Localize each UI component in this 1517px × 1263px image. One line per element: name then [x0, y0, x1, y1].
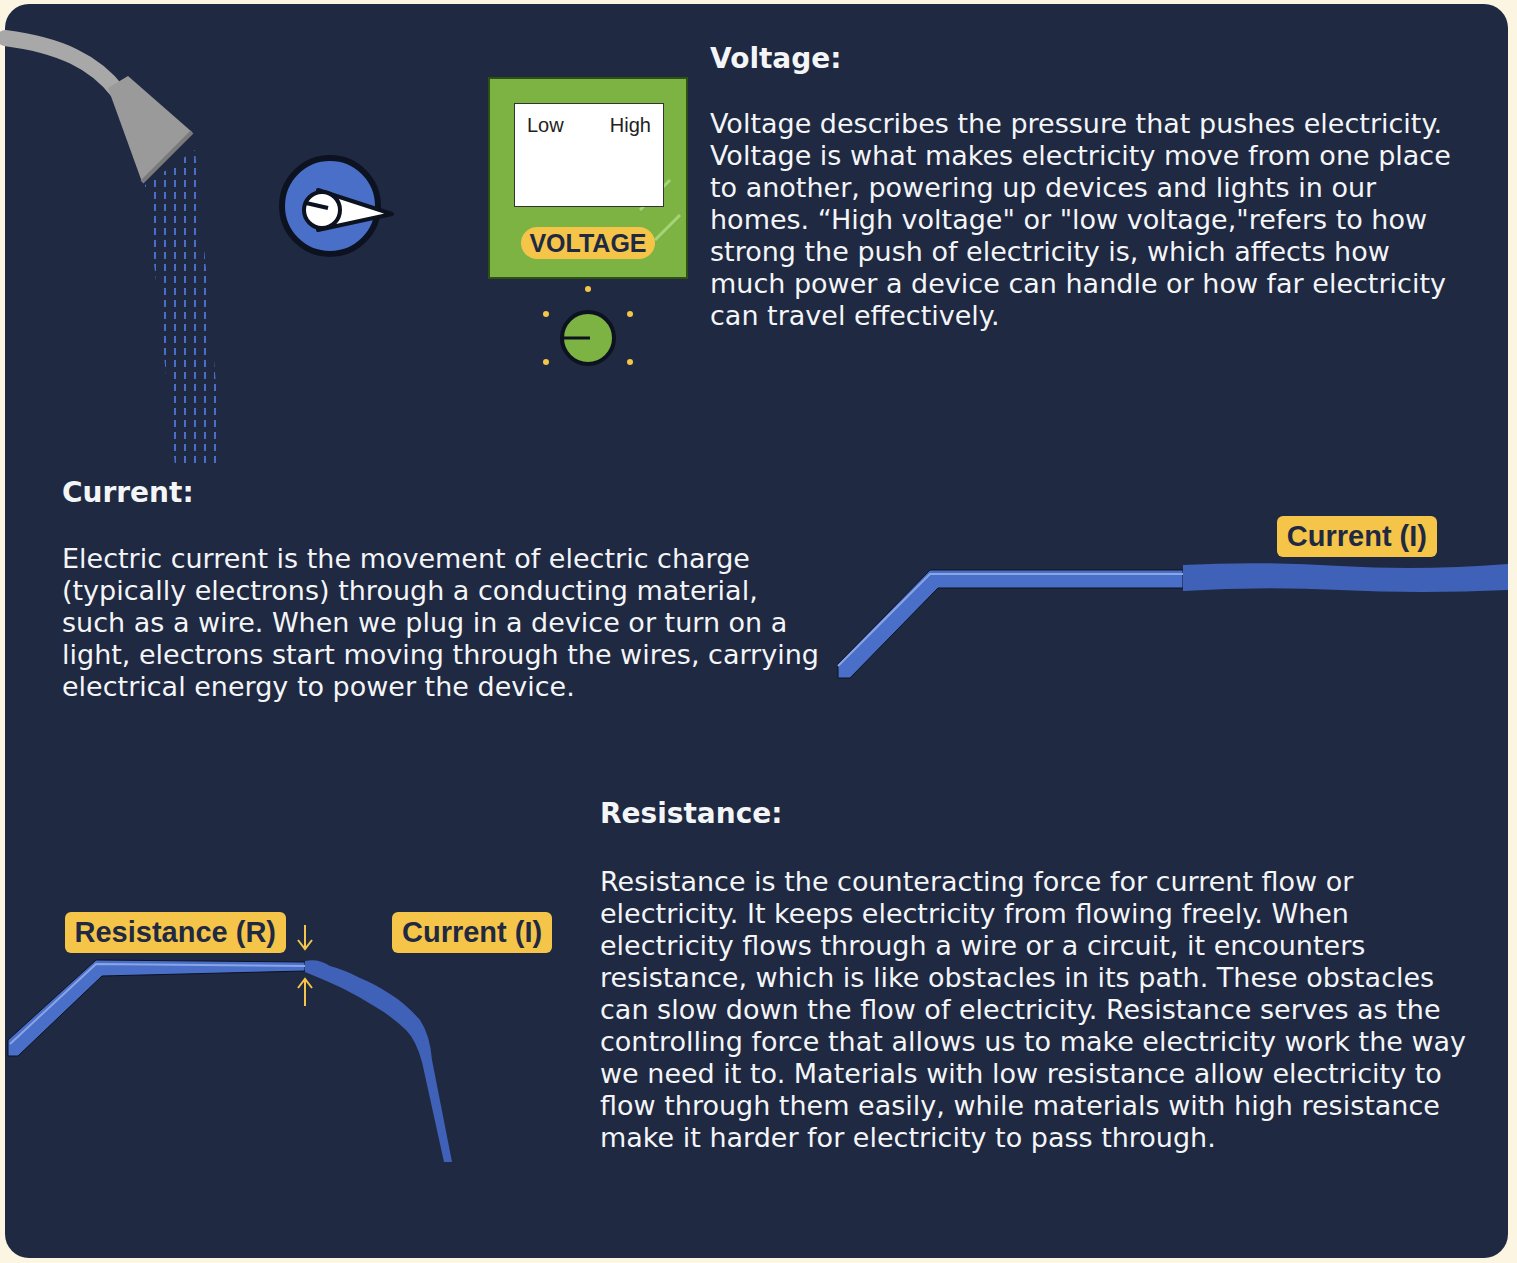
section-heading: Resistance:	[600, 797, 1470, 831]
resistance-pipe	[8, 960, 452, 1162]
meter-label: VOLTAGE	[521, 227, 654, 259]
section-body: Voltage describes the pressure that push…	[710, 108, 1470, 332]
section-heading: Voltage:	[710, 42, 1470, 76]
node-text: Current (I)	[402, 916, 542, 948]
node-text: VOLTAGE	[529, 229, 646, 257]
tap-knob	[282, 158, 392, 254]
node-text: High	[610, 114, 651, 137]
water-stream	[145, 150, 222, 466]
node-text: Low	[527, 114, 564, 137]
current-pipe	[838, 563, 1508, 678]
resistance-arrows	[298, 925, 312, 1006]
node-text: Current (I)	[1287, 520, 1427, 552]
node-text: Resistance (R)	[75, 916, 276, 948]
meter-dial: Low High	[514, 103, 664, 207]
shower-head	[5, 38, 192, 182]
section-body: Electric current is the movement of elec…	[62, 543, 822, 703]
resistance-label: Resistance (R)	[65, 912, 286, 953]
current-label: Current (I)	[392, 912, 552, 953]
section-heading: Current:	[62, 476, 822, 510]
adjust-knob	[543, 286, 633, 365]
section-body: Resistance is the counteracting force fo…	[600, 866, 1470, 1154]
current-label: Current (I)	[1277, 516, 1437, 557]
voltage-meter	[489, 78, 687, 278]
